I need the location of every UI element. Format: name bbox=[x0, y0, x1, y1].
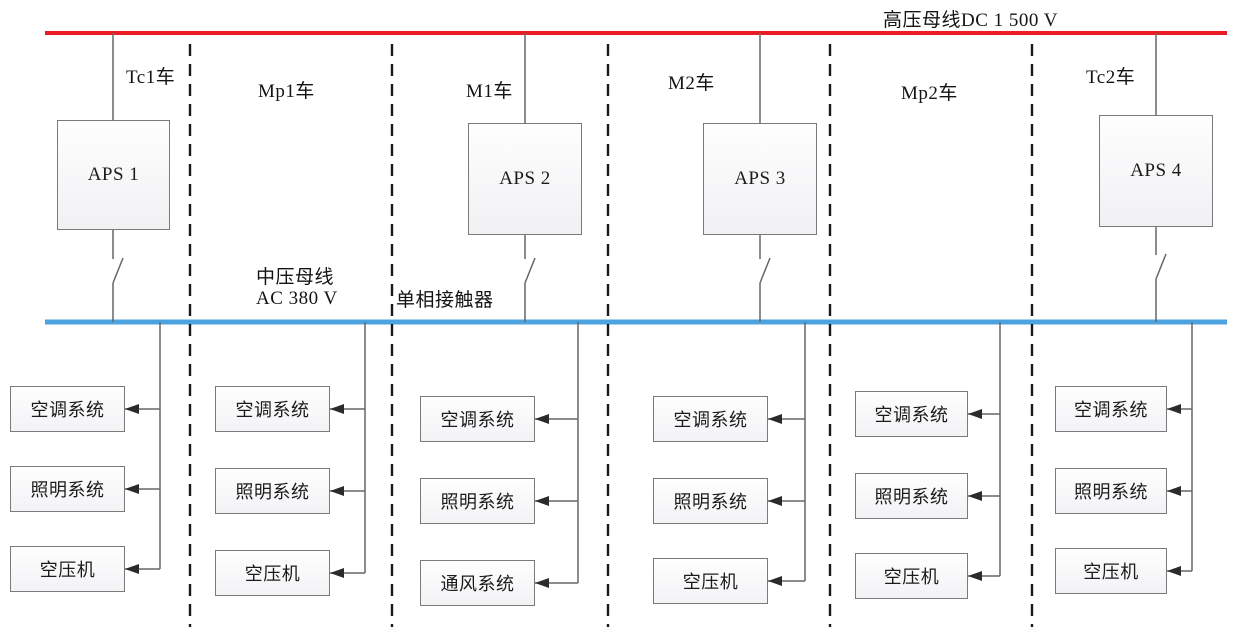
load-label: 空调系统 bbox=[235, 400, 310, 420]
aps3-label: APS 3 bbox=[734, 168, 786, 189]
load-label: 空压机 bbox=[883, 567, 940, 587]
contactor-label: 单相接触器 bbox=[396, 290, 494, 311]
arrow-left-icon bbox=[330, 486, 344, 496]
load-box: 空压机 bbox=[1055, 548, 1167, 594]
load-box: 照明系统 bbox=[420, 478, 535, 524]
arrow-left-icon bbox=[768, 576, 782, 586]
load-label: 空压机 bbox=[244, 564, 301, 584]
arrow-left-icon bbox=[125, 404, 139, 414]
load-box: 空压机 bbox=[10, 546, 125, 592]
load-box: 照明系统 bbox=[215, 468, 330, 514]
load-box: 空调系统 bbox=[215, 386, 330, 432]
arrow-left-icon bbox=[768, 414, 782, 424]
load-box: 照明系统 bbox=[1055, 468, 1167, 514]
feeder-line-m2 bbox=[768, 322, 806, 582]
load-box: 空调系统 bbox=[653, 396, 768, 442]
feeder-line-tc2 bbox=[1167, 322, 1193, 572]
arrow-left-icon bbox=[768, 496, 782, 506]
aps-connectors bbox=[112, 33, 1167, 322]
load-label: 空压机 bbox=[682, 572, 739, 592]
load-box: 照明系统 bbox=[653, 478, 768, 524]
load-box: 空调系统 bbox=[420, 396, 535, 442]
arrow-left-icon bbox=[535, 496, 549, 506]
car-label-tc2: Tc2车 bbox=[1086, 67, 1136, 88]
arrow-left-icon bbox=[535, 414, 549, 424]
load-label: 空压机 bbox=[39, 560, 96, 580]
arrow-left-icon bbox=[968, 571, 982, 581]
aps-box-1: APS 1 bbox=[57, 120, 170, 230]
mv-bus-label-line2: AC 380 V bbox=[256, 288, 338, 309]
aps4-label: APS 4 bbox=[1130, 160, 1182, 181]
arrow-left-icon bbox=[1167, 404, 1181, 414]
load-label: 照明系统 bbox=[673, 492, 748, 512]
load-label: 照明系统 bbox=[440, 492, 515, 512]
load-label: 空调系统 bbox=[673, 410, 748, 430]
arrow-left-icon bbox=[968, 491, 982, 501]
arrow-left-icon bbox=[330, 568, 344, 578]
car-label-m2: M2车 bbox=[668, 73, 715, 94]
arrow-left-icon bbox=[125, 484, 139, 494]
load-box: 空调系统 bbox=[10, 386, 125, 432]
aps1-connector-with-breaker-icon bbox=[112, 33, 124, 322]
car-label-m1: M1车 bbox=[466, 81, 513, 102]
car-label-tc1: Tc1车 bbox=[126, 67, 176, 88]
aps1-label: APS 1 bbox=[87, 164, 140, 185]
arrow-left-icon bbox=[125, 564, 139, 574]
car-label-mp2: Mp2车 bbox=[901, 83, 958, 104]
load-box: 照明系统 bbox=[10, 466, 125, 512]
load-box: 空调系统 bbox=[1055, 386, 1167, 432]
feeder-line-mp1 bbox=[330, 322, 366, 574]
aps4-connector-with-breaker-icon bbox=[1155, 33, 1167, 322]
feeder-line-tc1 bbox=[125, 322, 161, 570]
hv-bus-label: 高压母线DC 1 500 V bbox=[883, 10, 1059, 31]
load-box: 照明系统 bbox=[855, 473, 968, 519]
aps-box-3: APS 3 bbox=[703, 123, 817, 235]
load-box: 空压机 bbox=[215, 550, 330, 596]
aps-box-4: APS 4 bbox=[1099, 115, 1213, 227]
load-box: 空压机 bbox=[855, 553, 968, 599]
load-label: 空调系统 bbox=[1074, 400, 1148, 420]
aps3-connector-with-breaker-icon bbox=[759, 33, 771, 322]
load-label: 照明系统 bbox=[235, 482, 310, 502]
feeder-line-mp2 bbox=[968, 322, 1001, 577]
feeder-line-m1 bbox=[535, 322, 579, 584]
car-label-mp1: Mp1车 bbox=[258, 81, 315, 102]
load-label: 照明系统 bbox=[1074, 482, 1148, 502]
load-box: 通风系统 bbox=[420, 560, 535, 606]
mv-bus-label-line1: 中压母线 bbox=[256, 267, 335, 288]
load-label: 空调系统 bbox=[874, 405, 949, 425]
aps2-label: APS 2 bbox=[499, 168, 551, 189]
feeder-lines bbox=[125, 322, 1193, 584]
arrow-left-icon bbox=[1167, 486, 1181, 496]
aps-box-2: APS 2 bbox=[468, 123, 582, 235]
aps2-connector-with-breaker-icon bbox=[524, 33, 536, 322]
load-box: 空压机 bbox=[653, 558, 768, 604]
load-label: 空压机 bbox=[1083, 562, 1139, 582]
car-separators bbox=[188, 44, 1034, 627]
arrow-left-icon bbox=[535, 578, 549, 588]
load-label: 照明系统 bbox=[874, 487, 949, 507]
arrow-left-icon bbox=[330, 404, 344, 414]
load-label: 空调系统 bbox=[440, 410, 515, 430]
load-box: 空调系统 bbox=[855, 391, 968, 437]
arrow-icons bbox=[125, 404, 1181, 588]
load-label: 照明系统 bbox=[30, 480, 105, 500]
arrow-left-icon bbox=[1167, 566, 1181, 576]
load-label: 空调系统 bbox=[30, 400, 105, 420]
load-label: 通风系统 bbox=[440, 574, 515, 594]
arrow-left-icon bbox=[968, 409, 982, 419]
